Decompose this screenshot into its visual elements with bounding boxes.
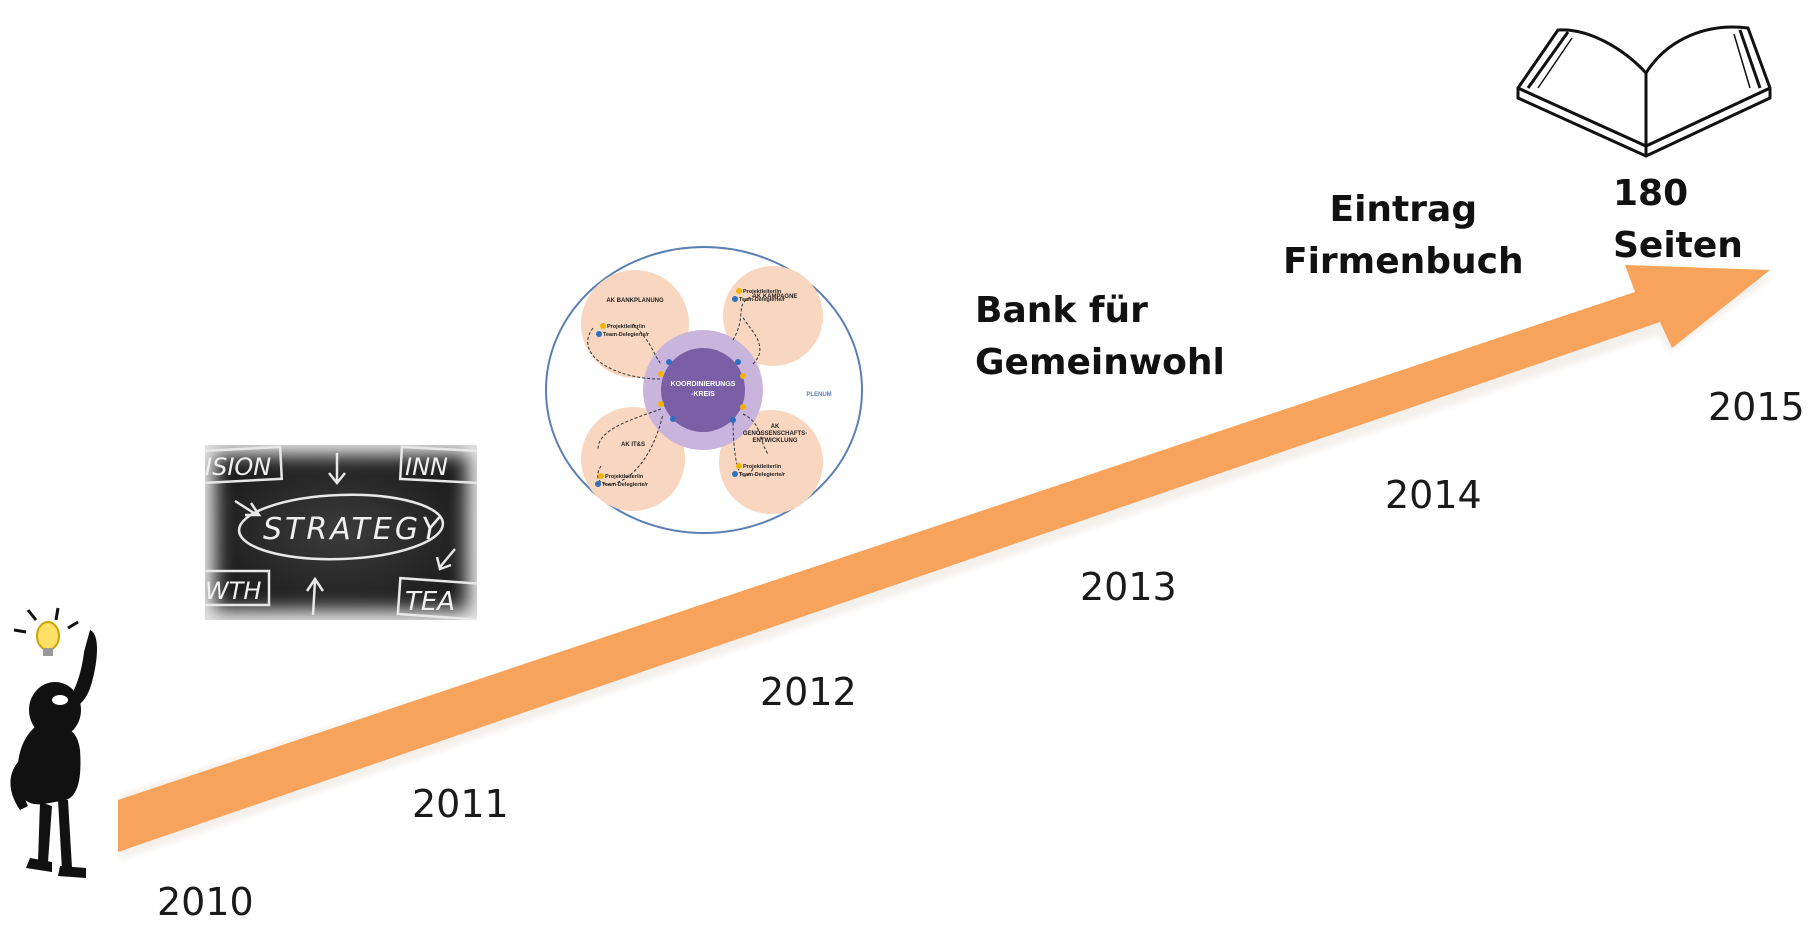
year-2010: 2010 <box>157 880 254 924</box>
milestone-bank-gemeinwohl: Bank für Gemeinwohl <box>975 285 1225 389</box>
arrow-shape <box>118 265 1770 852</box>
group-genossen-label-1: AK <box>771 424 780 430</box>
year-2012: 2012 <box>760 670 857 714</box>
group-genossen-label-3: ENTWICKLUNG <box>753 438 798 444</box>
open-book-icon <box>1516 25 1772 158</box>
group-kampagne-bubble <box>723 266 823 366</box>
koordinierung-inner <box>661 348 745 432</box>
milestone-eintrag-firmenbuch: Eintrag Firmenbuch <box>1283 184 1524 288</box>
group-genossen-label-2: GENOSSENSCHAFTS- <box>743 431 807 437</box>
group-genossen-bubble <box>719 410 823 514</box>
plenum-label: PLENUM <box>806 392 831 398</box>
group-its-bubble <box>581 407 685 511</box>
milestone-180-seiten: 180 Seiten <box>1613 173 1743 267</box>
year-2015: 2015 <box>1708 385 1805 429</box>
chalk-word-innovation: INN <box>405 453 448 481</box>
year-2013: 2013 <box>1080 565 1177 609</box>
chalk-word-strategy: STRATEGY <box>263 512 442 547</box>
milestone-eintrag-line1: Eintrag <box>1329 189 1478 230</box>
milestone-bank-line2: Gemeinwohl <box>975 342 1225 384</box>
role-label: Projektleiter/in <box>743 464 782 470</box>
year-2014: 2014 <box>1385 473 1482 517</box>
role-label: Team-Delegierte/r <box>603 332 650 338</box>
role-label: Team-Delegierte/r <box>739 472 786 478</box>
chalk-word-team: TEA <box>405 587 455 617</box>
chalk-word-vision: ISION <box>205 453 271 481</box>
koordinierung-label-1: KOORDINIERUNGS <box>671 381 736 388</box>
chalk-word-growth: WTH <box>205 577 261 605</box>
group-kampagne-label: AK KAMPAGNE <box>753 294 798 300</box>
group-bankplanung-label: AK BANKPLANUNG <box>606 298 664 304</box>
lightbulb-icon <box>36 621 60 651</box>
group-its-label: AK IT&S <box>621 442 645 448</box>
strategy-chalkboard-image: ISION INN STRATEGY WTH TEA <box>205 445 477 620</box>
role-label: Projektleiter/in <box>743 289 782 295</box>
koordinierung-label-2: -KREIS <box>691 391 715 398</box>
milestone-bank-line1: Bank für <box>975 290 1148 331</box>
year-2011: 2011 <box>412 782 509 826</box>
role-label: Projektleiter/in <box>607 324 646 330</box>
milestone-eintrag-line2: Firmenbuch <box>1283 241 1524 283</box>
role-label: Team-Delegierte/r <box>739 297 786 303</box>
role-label: Projektleiter/in <box>605 474 644 480</box>
person-idea-icon <box>10 607 97 878</box>
role-label: Team-Delegierte/r <box>602 482 649 488</box>
organization-diagram: KOORDINIERUNGS -KREIS PLENUM AK BANKPLAN… <box>545 246 863 534</box>
